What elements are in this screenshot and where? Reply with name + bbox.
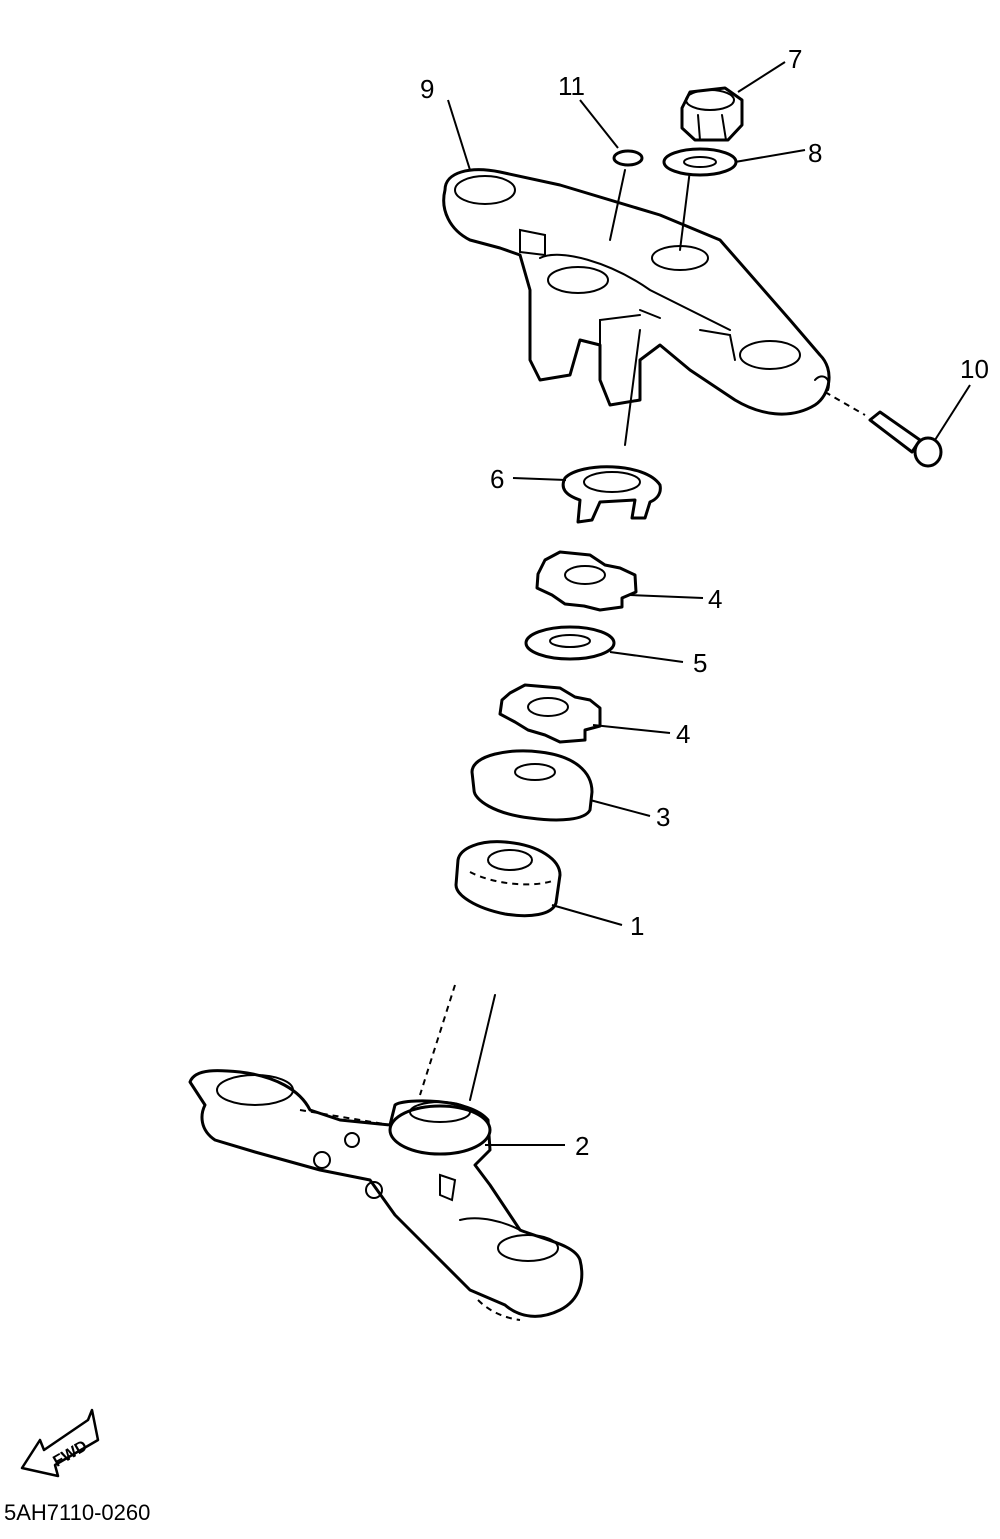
- washer-5-part: [524, 625, 616, 661]
- callout-7: 7: [788, 44, 802, 74]
- ring-nut-upper-part: [535, 550, 638, 612]
- part-code: 5AH7110-0260: [4, 1500, 150, 1525]
- pinch-bolt-part: [824, 391, 943, 468]
- cap-nut-part: [680, 86, 744, 142]
- fwd-arrow-icon: FWD: [20, 1408, 100, 1478]
- lower-bracket-part: [188, 1069, 584, 1321]
- callout-6: 6: [490, 464, 504, 494]
- callout-5: 5: [693, 648, 707, 678]
- callout-2: 2: [575, 1131, 589, 1161]
- washer-part: [662, 147, 738, 177]
- callout-4-lower: 4: [676, 719, 690, 749]
- callout-8: 8: [808, 138, 822, 168]
- ball-bearing-part: [454, 840, 562, 918]
- ring-nut-lower-part: [498, 683, 602, 744]
- callout-9: 9: [420, 74, 434, 104]
- callout-11: 11: [558, 71, 585, 101]
- callout-1: 1: [630, 911, 644, 941]
- callout-4-upper: 4: [708, 584, 722, 614]
- cap-part: [612, 149, 644, 167]
- callout-10: 10: [960, 354, 989, 384]
- upper-bracket-part: [442, 168, 831, 416]
- lock-washer-part: [561, 465, 662, 524]
- bearing-race-part: [470, 749, 594, 822]
- callout-3: 3: [656, 802, 670, 832]
